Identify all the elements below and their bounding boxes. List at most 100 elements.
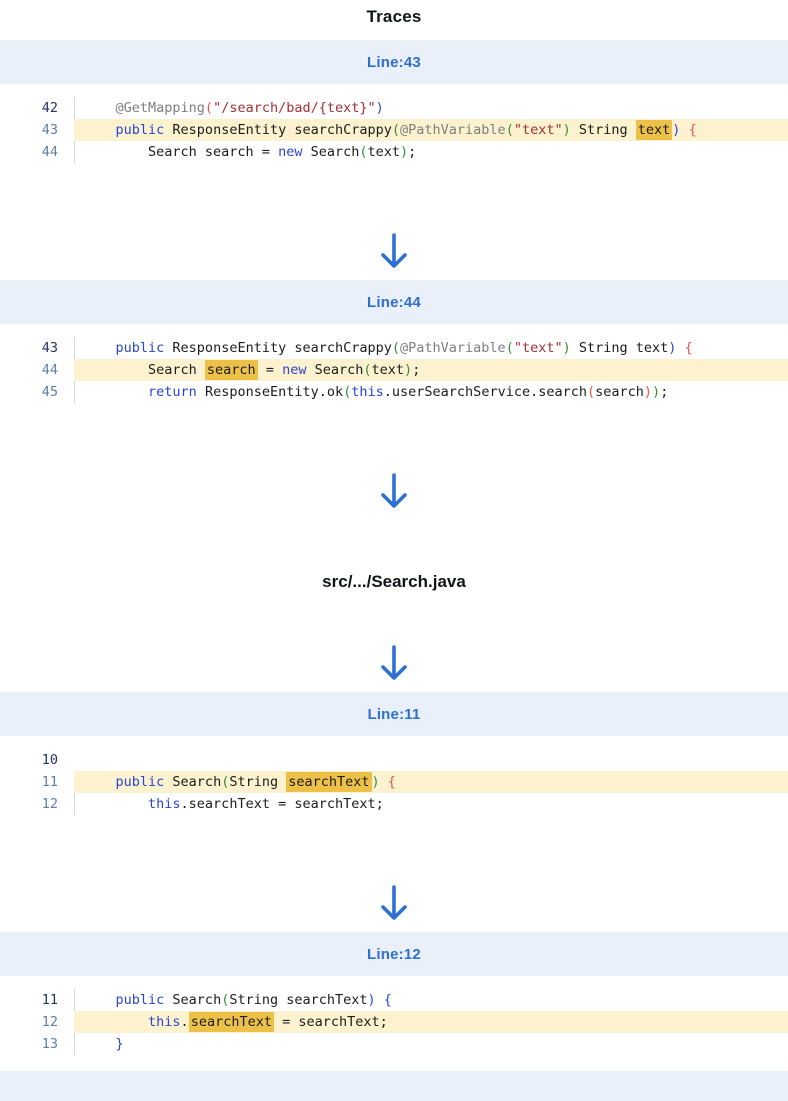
code-line-content: this.searchText = searchText; bbox=[74, 793, 788, 815]
code-token: ( bbox=[221, 992, 230, 1008]
code-token: ) bbox=[652, 384, 661, 400]
code-token: ( bbox=[221, 774, 230, 790]
code-token: ( bbox=[343, 384, 352, 400]
page-title: Traces bbox=[366, 7, 422, 26]
trace-line-band[interactable]: Line:44 bbox=[0, 280, 788, 324]
code-line-content bbox=[74, 749, 788, 771]
flow-arrow bbox=[0, 882, 788, 926]
code-line: 42 @GetMapping("/search/bad/{text}") bbox=[0, 97, 788, 119]
flow-arrow bbox=[0, 230, 788, 274]
code-token: .userSearchService.search bbox=[383, 384, 587, 400]
code-token: ResponseEntity searchCrappy bbox=[164, 340, 392, 356]
down-arrow-icon bbox=[381, 885, 407, 920]
code-line-highlighted: 12 this.searchText = searchText; bbox=[0, 1011, 788, 1033]
code-token: @PathVariable bbox=[400, 340, 506, 356]
flow-arrow bbox=[0, 642, 788, 686]
code-line: 11 public Search(String searchText) { bbox=[0, 989, 788, 1011]
line-number: 13 bbox=[41, 1036, 58, 1052]
code-token: @GetMapping bbox=[115, 100, 205, 116]
code-token: ( bbox=[391, 122, 401, 138]
down-arrow-icon bbox=[381, 645, 407, 680]
code-token: String bbox=[229, 774, 287, 790]
code-token bbox=[83, 1036, 116, 1052]
code-token: ( bbox=[586, 384, 596, 400]
code-token: @PathVariable bbox=[400, 122, 506, 138]
code-token: public bbox=[115, 992, 165, 1008]
code-token: Search bbox=[164, 992, 222, 1008]
line-number: 11 bbox=[41, 992, 58, 1008]
highlighted-token: searchText bbox=[286, 772, 372, 792]
code-token: "text" bbox=[513, 340, 563, 356]
line-number: 12 bbox=[41, 1014, 58, 1030]
code-line: 45 return ResponseEntity.ok(this.userSea… bbox=[0, 381, 788, 403]
code-token: Search bbox=[164, 774, 222, 790]
code-line-content: return ResponseEntity.ok(this.userSearch… bbox=[74, 381, 788, 403]
trace-line-label: Line:12 bbox=[367, 945, 421, 963]
trace-line-band[interactable]: Line:11 bbox=[0, 692, 788, 736]
code-token: "text" bbox=[513, 122, 563, 138]
code-snippet: 11 public Search(String searchText) {12 … bbox=[0, 976, 788, 1063]
code-token: public bbox=[115, 340, 165, 356]
code-token: ( bbox=[505, 122, 514, 138]
highlighted-token: text bbox=[635, 120, 673, 140]
code-token: { bbox=[680, 122, 697, 138]
code-line: 13 } bbox=[0, 1033, 788, 1055]
code-token: Search search = bbox=[83, 144, 279, 160]
code-token: ) bbox=[643, 384, 653, 400]
code-token: ) bbox=[371, 774, 380, 790]
code-line-content: public Search(String searchText) { bbox=[74, 771, 788, 793]
code-token: "/search/bad/{text}" bbox=[213, 100, 376, 116]
code-token: ) bbox=[562, 340, 571, 356]
code-token: ( bbox=[391, 340, 401, 356]
code-line-highlighted: 11 public Search(String searchText) { bbox=[0, 771, 788, 793]
code-token: this bbox=[351, 384, 384, 400]
code-line: 12 this.searchText = searchText; bbox=[0, 793, 788, 815]
code-token: ) bbox=[562, 122, 571, 138]
trace-line-band[interactable]: Line:43 bbox=[0, 40, 788, 84]
code-token: String text bbox=[570, 340, 669, 356]
code-token: text bbox=[371, 362, 405, 378]
code-token: text bbox=[367, 144, 401, 160]
code-token: . bbox=[180, 1014, 189, 1030]
code-snippet: 42 @GetMapping("/search/bad/{text}")43 p… bbox=[0, 84, 788, 230]
trace-line-label: Line:11 bbox=[367, 705, 421, 723]
trace-line-label: Line:43 bbox=[367, 53, 421, 71]
line-number: 44 bbox=[41, 362, 58, 378]
code-line: 10 bbox=[0, 749, 788, 771]
code-token: ) bbox=[400, 144, 409, 160]
code-token: ResponseEntity searchCrappy bbox=[164, 122, 392, 138]
down-arrow-icon bbox=[381, 473, 407, 508]
code-token bbox=[83, 1014, 148, 1030]
code-token: String searchText bbox=[229, 992, 368, 1008]
code-token: ) bbox=[367, 992, 376, 1008]
code-token bbox=[83, 122, 116, 138]
trace-line-band[interactable]: Line:12 bbox=[0, 932, 788, 976]
code-token bbox=[83, 774, 116, 790]
code-token: ) bbox=[404, 362, 413, 378]
code-token: ( bbox=[505, 340, 514, 356]
code-snippet: 43 public ResponseEntity searchCrappy(@P… bbox=[0, 324, 788, 470]
code-token: = searchText; bbox=[273, 1014, 388, 1030]
code-token: ; bbox=[660, 384, 669, 400]
code-token: this bbox=[148, 796, 181, 812]
code-token bbox=[83, 384, 148, 400]
code-token: .searchText = searchText; bbox=[180, 796, 384, 812]
code-token bbox=[83, 992, 116, 1008]
code-token bbox=[83, 796, 148, 812]
code-token: search bbox=[595, 384, 644, 400]
code-line-content: Search search = new Search(text); bbox=[74, 359, 788, 381]
code-token bbox=[83, 100, 116, 116]
down-arrow-icon bbox=[381, 233, 407, 268]
line-number: 42 bbox=[41, 100, 58, 116]
code-token: { bbox=[375, 992, 392, 1008]
code-line-content: Search search = new Search(text); bbox=[74, 141, 788, 163]
flow-arrow bbox=[0, 470, 788, 514]
code-token: { bbox=[379, 774, 396, 790]
file-title[interactable]: src/.../Search.java bbox=[322, 572, 466, 591]
code-token: this bbox=[148, 1014, 181, 1030]
code-token: ResponseEntity.ok bbox=[196, 384, 344, 400]
code-token: ) bbox=[672, 122, 681, 138]
line-number: 11 bbox=[41, 774, 58, 790]
code-token: new bbox=[282, 362, 307, 378]
